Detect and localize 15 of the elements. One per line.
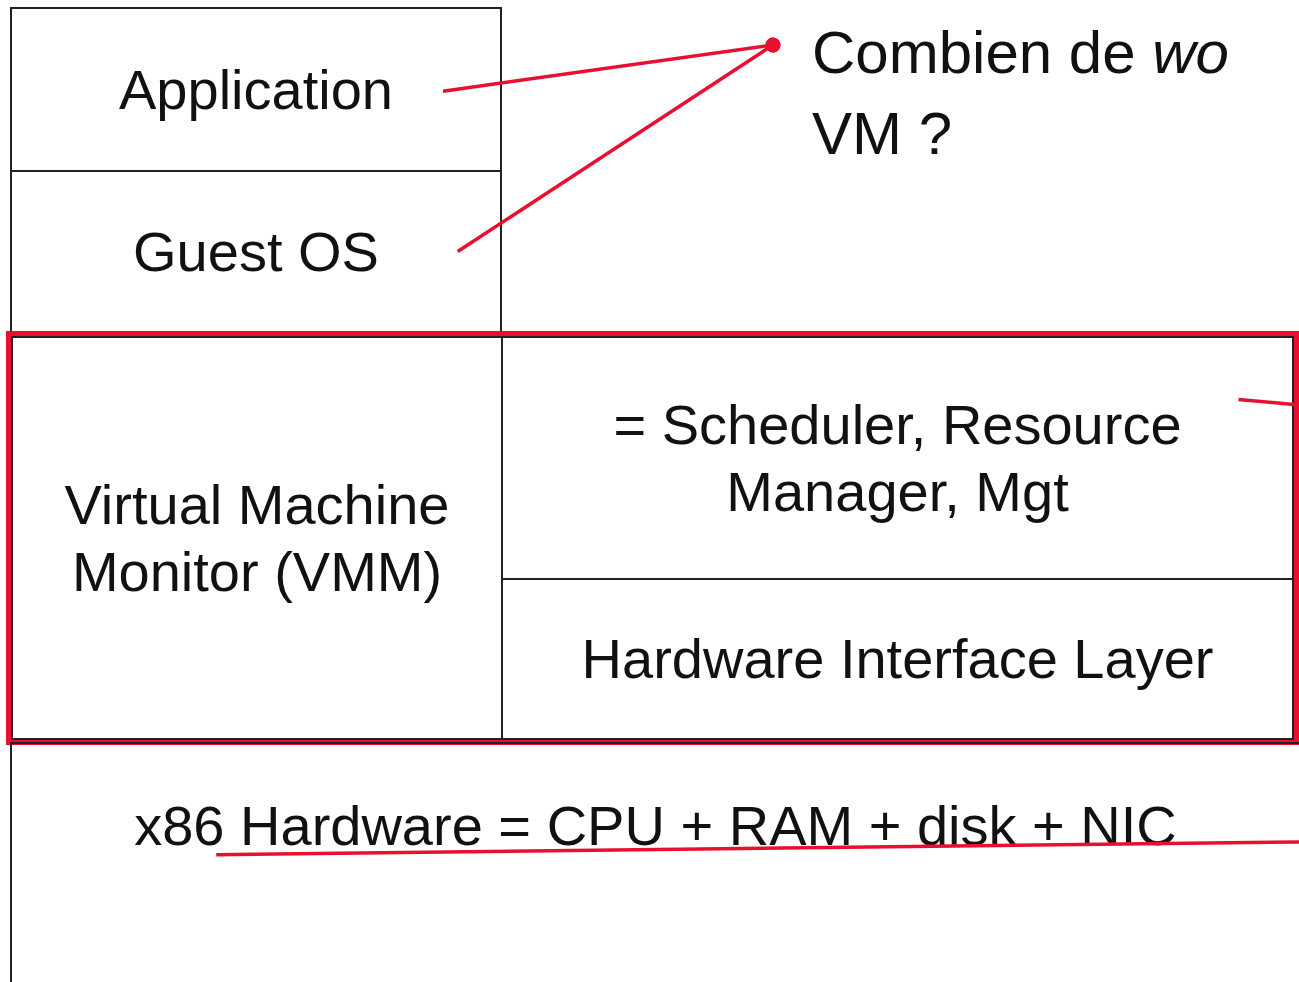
leader-line	[456, 37, 781, 253]
layer-label: Application	[119, 56, 393, 123]
highlight-frame	[6, 331, 1299, 745]
layer-label: = Scheduler, Resource Manager, Mgt	[612, 391, 1183, 525]
layer-label: Hardware Interface Layer	[581, 626, 1214, 693]
layer-label: Guest OS	[133, 218, 379, 285]
layer-box	[11, 336, 503, 740]
layer-box	[501, 336, 1294, 580]
layer-box	[501, 578, 1294, 740]
question-text: Combien de wo VM ?	[812, 18, 1230, 169]
layer-box	[10, 742, 1299, 982]
layer-box	[10, 7, 502, 172]
leader-line	[216, 840, 1299, 857]
layer-label: Virtual Machine Monitor (VMM)	[63, 471, 451, 605]
layer-box	[10, 170, 502, 333]
